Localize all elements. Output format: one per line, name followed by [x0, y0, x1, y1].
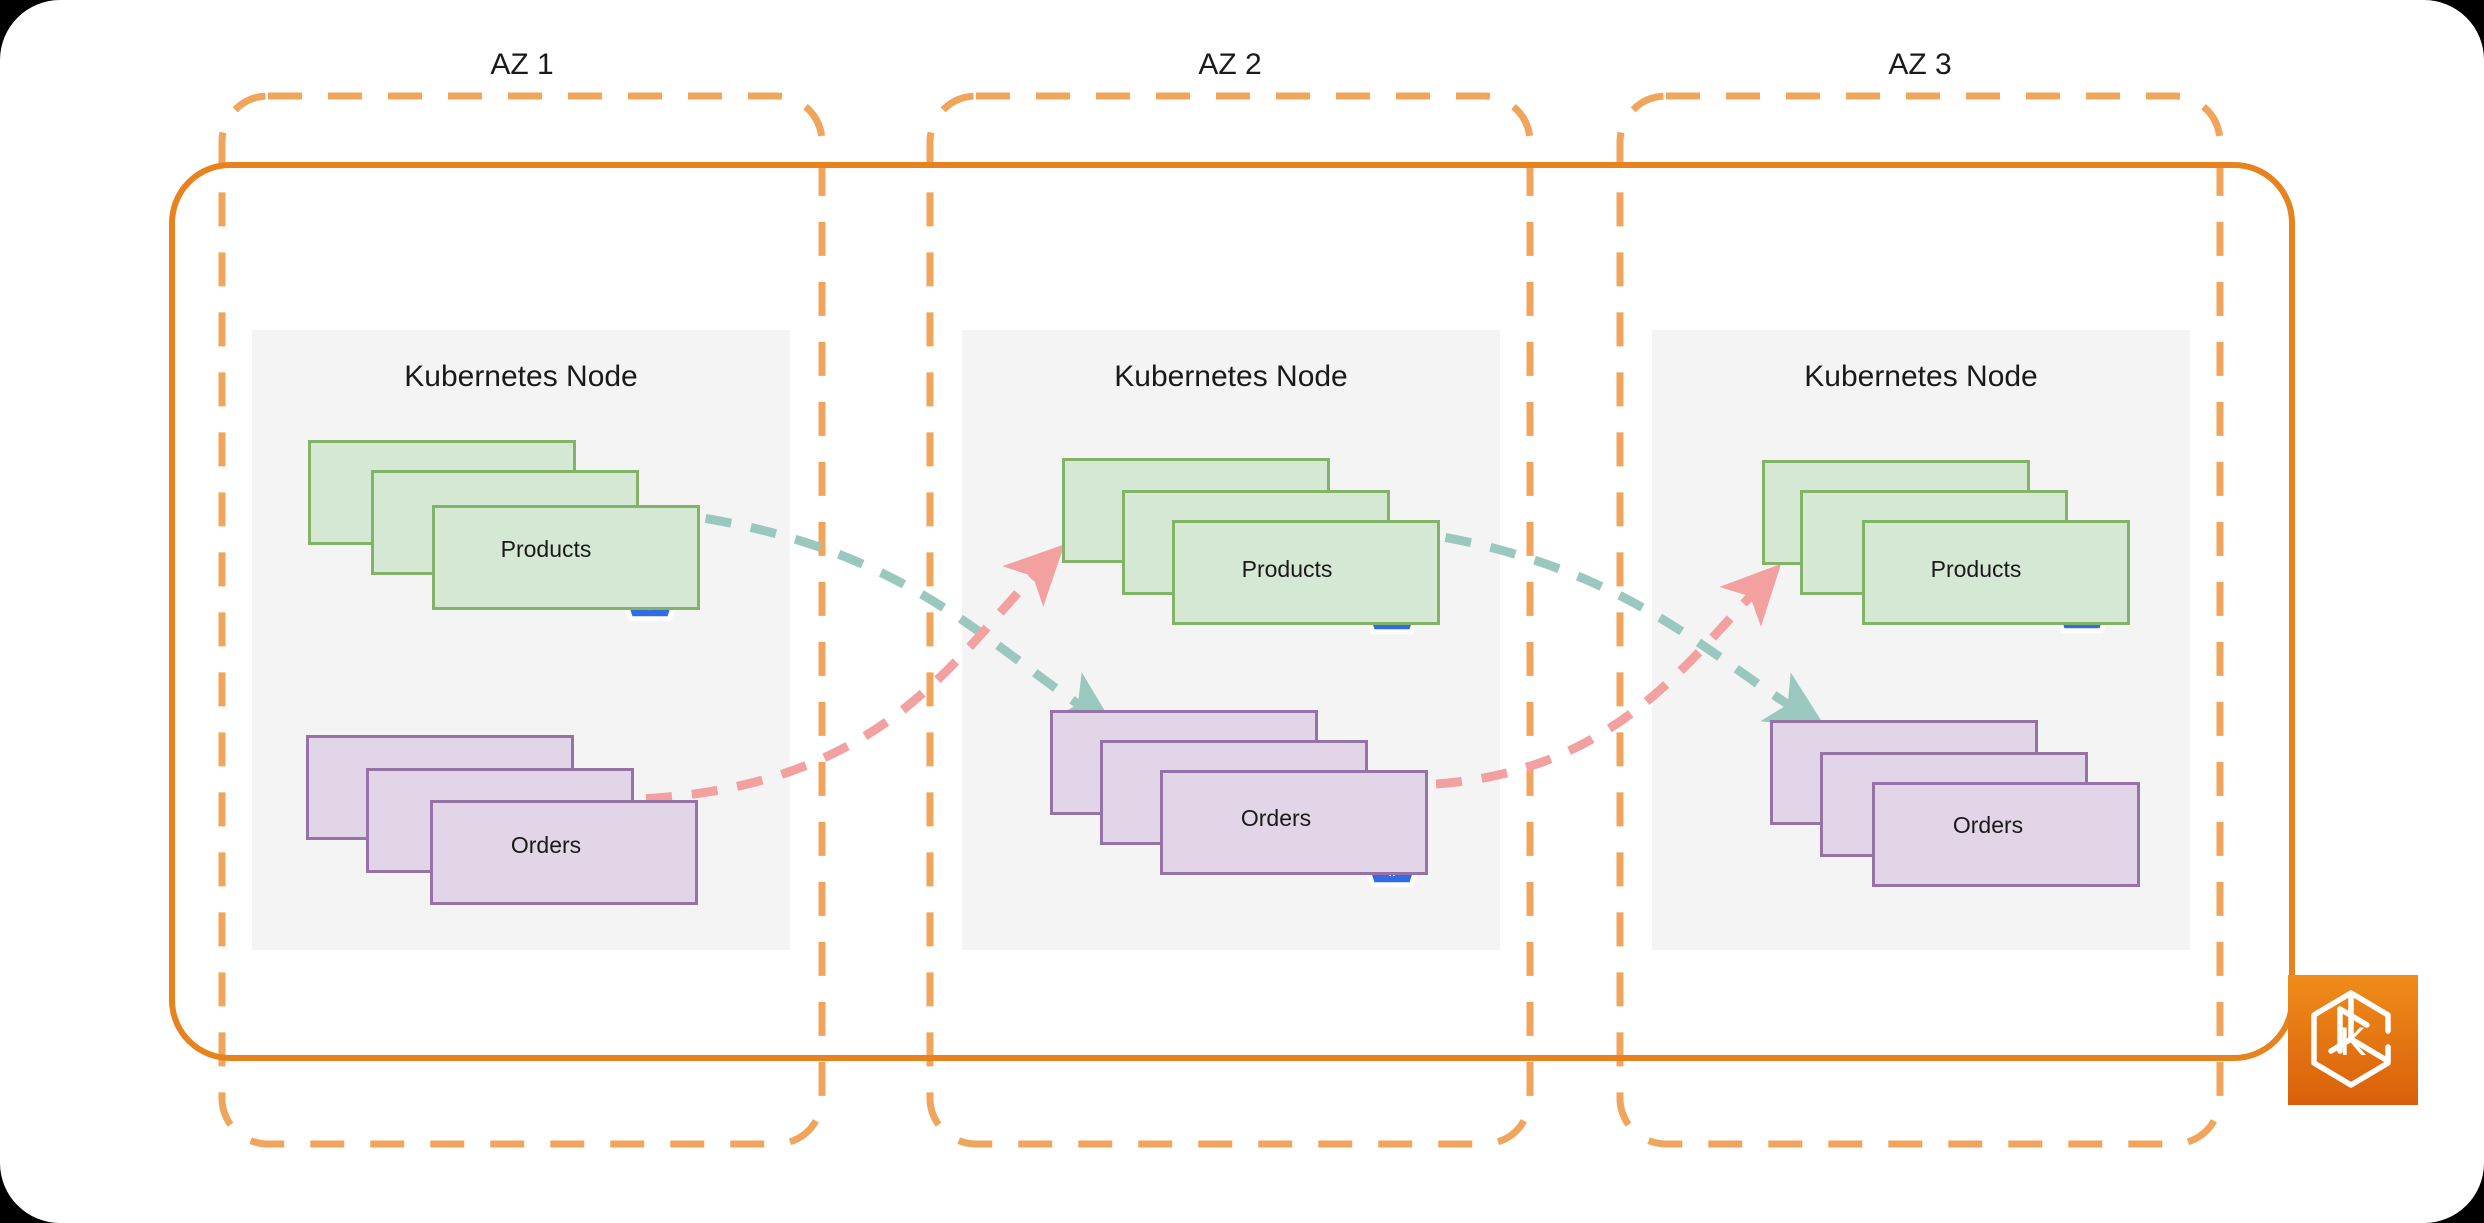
node-title-az3: Kubernetes Node	[1804, 360, 2038, 393]
conn-orders-az2-to-products-az3	[1389, 563, 1782, 790]
pod-replica[interactable]	[1160, 770, 1428, 875]
az-label-az2: AZ 2	[1198, 48, 1262, 81]
workload-label-orders-az3: Orders	[1952, 812, 2024, 838]
az-boundary-az1	[218, 92, 826, 1148]
eks-logo-letter: K	[2340, 1020, 2367, 1064]
cluster-boundary	[169, 162, 2295, 1061]
workload-label-orders-az1: Orders	[510, 832, 582, 858]
conn-products-az1-to-orders-az2	[659, 507, 1116, 729]
pod-replica[interactable]	[432, 505, 700, 610]
az-boundary-az2	[926, 92, 1534, 1148]
pod-replica[interactable]	[1872, 782, 2140, 887]
workload-label-products-az3: Products	[1930, 556, 2022, 582]
az-label-az1: AZ 1	[490, 48, 554, 81]
conn-orders-az1-to-products-az2	[599, 544, 1065, 805]
node-title-az2: Kubernetes Node	[1114, 360, 1348, 393]
node-title-az1: Kubernetes Node	[404, 360, 638, 393]
workload-label-orders-az2: Orders	[1240, 805, 1312, 831]
workload-label-products-az2: Products	[1241, 556, 1333, 582]
pod-replica[interactable]	[1172, 520, 1440, 625]
az-label-az3: AZ 3	[1888, 48, 1952, 81]
aws-eks-logo: K	[2288, 975, 2418, 1105]
pod-replica[interactable]	[1862, 520, 2130, 625]
pod-replica[interactable]	[430, 800, 698, 905]
az-boundary-az3	[1616, 92, 2224, 1148]
workload-label-products-az1: Products	[500, 536, 592, 562]
